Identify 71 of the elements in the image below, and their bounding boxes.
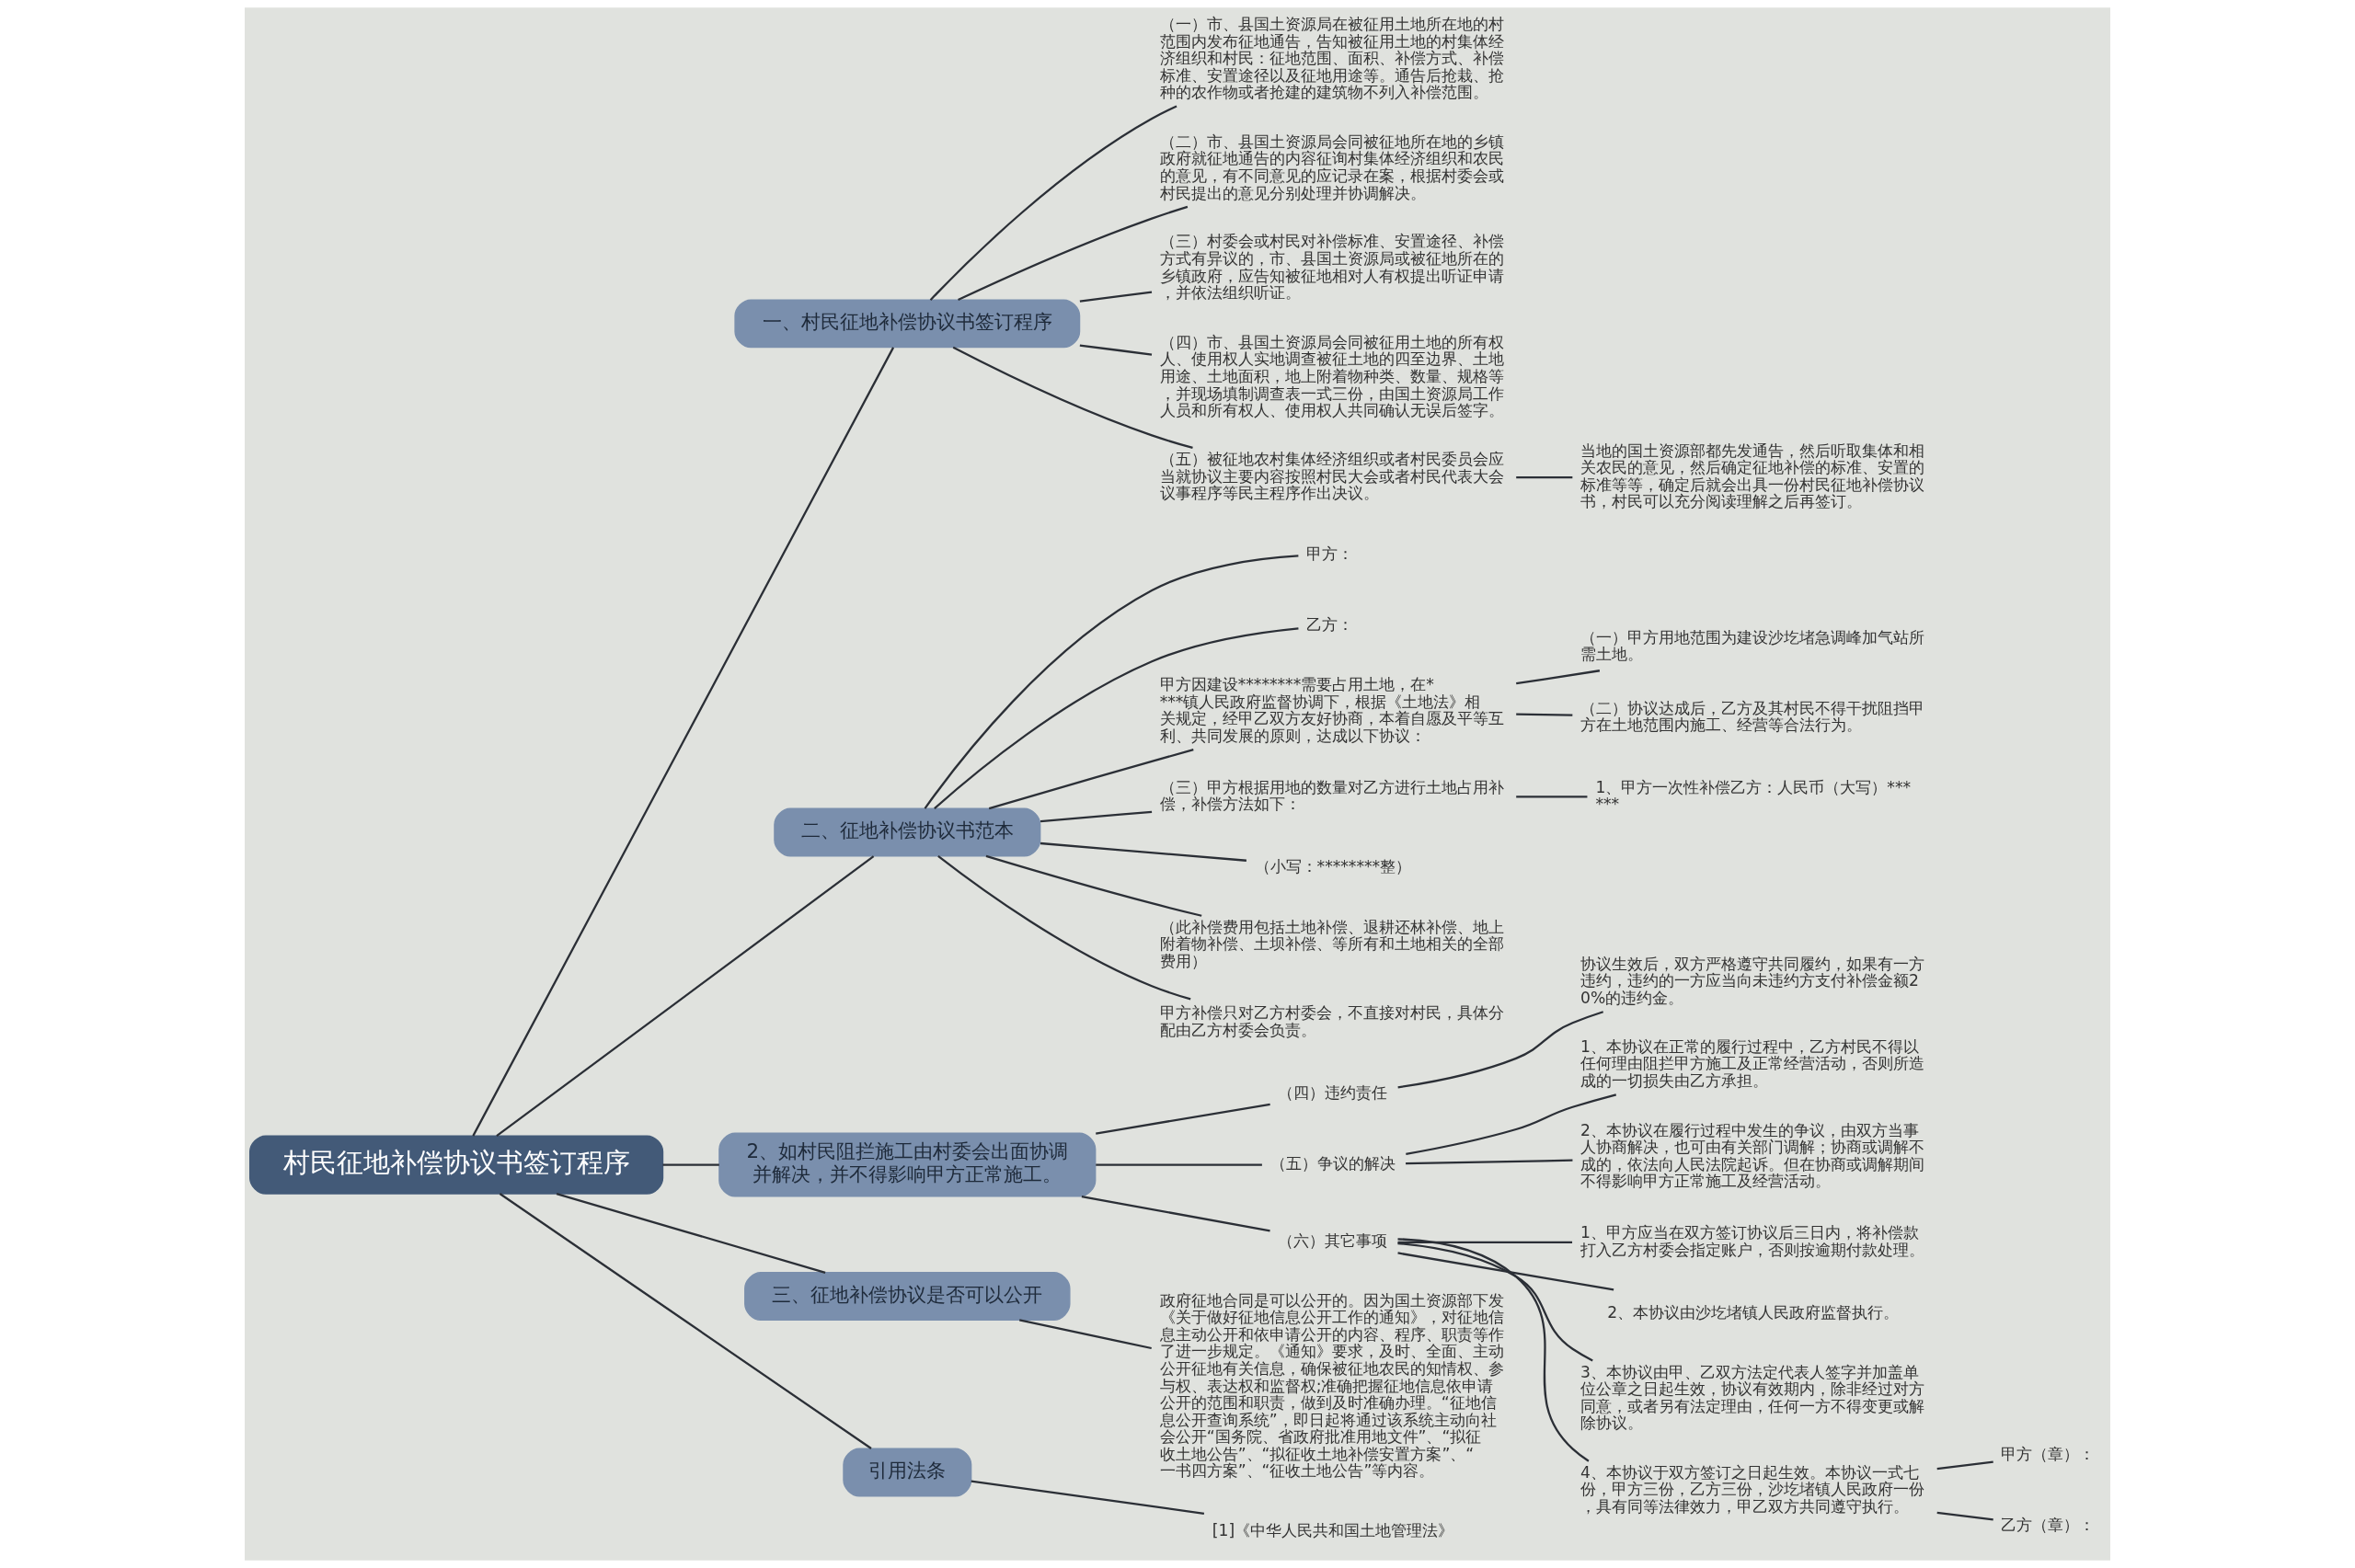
connector: [1081, 1195, 1270, 1232]
connector: [1096, 1103, 1270, 1135]
node-text: （六）其它事项: [1278, 1231, 1388, 1251]
node-box: 引用法条: [843, 1448, 972, 1497]
node-text: 协议生效后，双方严格遵守共同履约，如果有一方违约，违约的一方应当向未违约方支付补偿金额20%的违约金。: [1580, 954, 1925, 1007]
node-box: 2、如村民阻拦施工由村委会出面协调并解决，并不得影响甲方正常施工。: [718, 1132, 1097, 1197]
node-text: （三）甲方根据用地的数量对乙方进行土地占用补偿，补偿方法如下：: [1159, 777, 1504, 814]
node-text: 甲方：: [1306, 544, 1354, 563]
node-text: （二）市、县国土资源局会同被征地所在地的乡镇政府就征地通告的内容征询村集体经济组织和农民的意见，有不同意见的应记录在案，根据村委会或村民提出的意见分别处理并协调解决。: [1159, 132, 1504, 202]
connector: [1397, 1252, 1614, 1291]
connector: [952, 346, 1193, 450]
connector: [1397, 1011, 1604, 1089]
connector: [1516, 670, 1601, 685]
node-text: 当地的国土资源部都先发通告，然后听取集体和相关农民的意见，然后确定征地补偿的标准、安置的标准等等，确定后就会出具一份村民征地补偿协议书，村民可以充分阅读理解之后再签订。: [1580, 441, 1925, 511]
node-text: （三）村委会或村民对补偿标准、安置途径、补偿方式有异议的，市、县国土资源局或被征地所在的乡镇政府，应告知被征地相对人有权提出听证申请，并依法组织听证。: [1159, 232, 1504, 303]
connector: [1019, 1319, 1152, 1350]
node-text: 1、甲方一次性补偿乙方：人民币（大写）******: [1595, 777, 1912, 814]
node-box: 村民征地补偿协议书签订程序: [249, 1135, 664, 1195]
connector: [958, 205, 1189, 302]
connector: [1040, 810, 1153, 823]
connector: [499, 1193, 872, 1449]
connector: [1516, 795, 1588, 798]
connector: [924, 555, 1299, 809]
connector: [985, 854, 1202, 917]
node-text: 2、本协议由沙圪堵镇人民政府监督执行。: [1607, 1302, 1900, 1322]
connector: [1096, 1163, 1262, 1166]
connector: [1079, 291, 1153, 303]
connector: [1516, 713, 1573, 716]
node-text: （四）违约责任: [1278, 1082, 1388, 1102]
node-text: 1、本协议在正常的履行过程中，乙方村民不得以任何理由阻拦甲方施工及正常经营活动，否则所造成的一切损失由乙方承担。: [1580, 1036, 1925, 1090]
connector: [1406, 1093, 1617, 1155]
connector: [1397, 1241, 1573, 1244]
connector: [1516, 476, 1573, 479]
node-text: （五）被征地农村集体经济组织或者村民委员会应当就协议主要内容按照村民大会或者村民代表大会议事程序等民主程序作出决议。: [1159, 450, 1504, 503]
node-text: 1、甲方应当在双方签订协议后三日内，将补偿款打入乙方村委会指定账户，否则按逾期付款处理。: [1580, 1223, 1925, 1259]
node-text: 4、本协议于双方签订之日起生效。本协议一式七份，甲方三份，乙方三份，沙圪堵镇人民政府一份，具有同等法律效力，甲乙双方共同遵守执行。: [1580, 1462, 1925, 1516]
connector: [1397, 1242, 1593, 1362]
connector: [472, 347, 895, 1137]
node-text: 2、本协议在履行过程中发生的争议，由双方当事人协商解决，也可由有关部门调解；协商或调解不成的，依法向人民法院起诉。但在协商或调解期间不得影响甲方正常施工及经营活动。: [1580, 1120, 1925, 1191]
connector: [1079, 344, 1153, 356]
node-text: 政府征地合同是可以公开的。因为国土资源部下发《关于做好征地信息公开工作的通知》，对征地信息主动公开和依申请公开的内容、程序、职责等作了进一步规定。《通知》要求，及时、全面、主动公开征地有关信息，确保被征地农民的知情权、参与权、表达权和监督权;准确把握征地信息依申请公开的范围和职责，做到及时准确办理。“征地信息公开查询系统”，即日起将通过该系统主动向社会公开“国务院、省政府批准用地文件”、“拟征收土地公告”、“拟征收土地补偿安置方案”、“一书四方案”、“征收土地公告”等内容。: [1159, 1290, 1504, 1481]
node-text: 甲方（章）：: [2001, 1444, 2096, 1463]
connector: [988, 749, 1194, 810]
node-text: （一）甲方用地范围为建设沙圪堵急调峰加气站所需土地。: [1580, 627, 1925, 664]
connector: [937, 854, 1191, 1001]
node-text: 乙方：: [1306, 615, 1354, 635]
connector: [1936, 1511, 1993, 1521]
node-text: （此补偿费用包括土地补偿、退耕还林补偿、地上附着物补偿、土坝补偿、等所有和土地相关的全部费用）: [1159, 917, 1504, 970]
node-text: 乙方（章）：: [2001, 1516, 2096, 1535]
node-text: [1]《中华人民共和国土地管理法》: [1212, 1520, 1454, 1539]
connector: [662, 1163, 719, 1166]
node-text: 3、本协议由甲、乙双方法定代表人签字并加盖单位公章之日起生效，协议有效期内，除非经过对方同意，或者另有法定理由，任何一方不得变更或解除协议。: [1580, 1362, 1925, 1433]
connector: [496, 855, 875, 1138]
connector: [971, 1480, 1205, 1515]
node-box: 二、征地补偿协议书范本: [774, 807, 1041, 857]
node-text: （二）协议达成后，乙方及其村民不得干扰阻挡甲方在土地范围内施工、经营等合法行为。: [1580, 698, 1925, 735]
connector: [1936, 1460, 1993, 1471]
node-text: 甲方补偿只对乙方村委会，不直接对村民，具体分配由乙方村委会负责。: [1159, 1003, 1504, 1039]
node-box: 一、村民征地补偿协议书签订程序: [734, 299, 1081, 349]
connector: [1406, 1159, 1573, 1165]
node-text: （小写：********整）: [1254, 857, 1412, 876]
connector: [1397, 1238, 1590, 1462]
node-text: （四）市、县国土资源局会同被征用土地的所有权人、使用权人实地调查被征土地的四至边界、土地用途、土地面积，地上附着物种类、数量、规格等，并现场填制调查表一式三份，由国土资源局工作人员和所有权人、使用权人共同确认无误后签字。: [1159, 332, 1504, 420]
node-text: （五）争议的解决: [1269, 1154, 1396, 1173]
node-text: 甲方因建设********需要占用土地，在****镇人民政府监督协调下，根据《土地法》相关规定，经甲乙双方友好协商，本着自愿及平等互利、共同发展的原则，达成以下协议：: [1159, 675, 1504, 745]
node-box: 三、征地补偿协议是否可以公开: [744, 1272, 1071, 1321]
connector: [556, 1193, 826, 1274]
node-text: （一）市、县国土资源局在被征用土地所在地的村范围内发布征地通告，告知被征用土地的村集体经济组织和村民：征地范围、面积、补偿方式、补偿标准、安置途径以及征地用途等。通告后抢栽、抢种的农作物或者抢建的建筑物不列入补偿范围。: [1159, 14, 1504, 102]
connector: [1040, 841, 1246, 862]
connector: [934, 627, 1299, 809]
connector: [929, 105, 1178, 301]
